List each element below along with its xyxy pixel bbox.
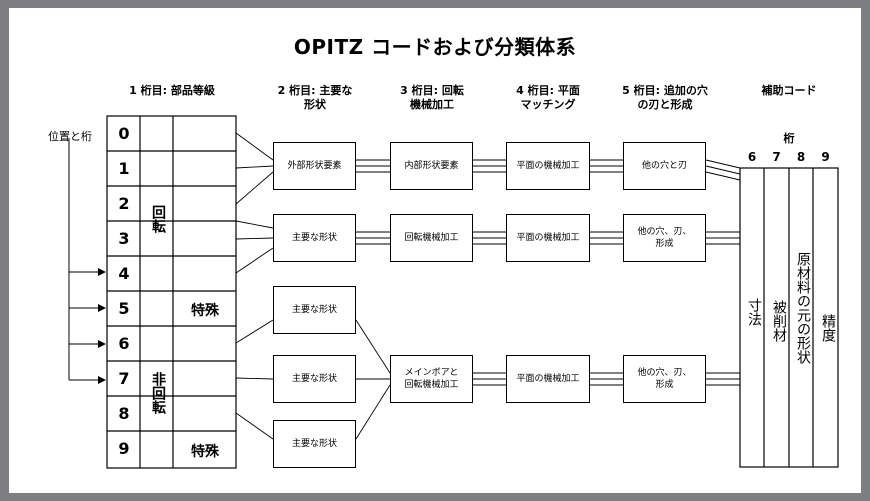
digit-number: 8 [118, 404, 130, 423]
class-label-special: 特殊 [191, 444, 219, 460]
box-main-bore: メインボアと 回転機械加工 [390, 355, 473, 403]
header-digit5-line2: の刃と形成 [637, 98, 693, 111]
digit-number: 2 [118, 194, 130, 213]
header-digit4-line2: マッチング [520, 98, 576, 111]
box-holes-teeth: 他の穴と刃 [623, 142, 706, 190]
box-main-shape: 主要な形状 [273, 355, 356, 403]
header-digit4-line1: 4 桁目: 平面 [516, 84, 580, 97]
digit-number: 6 [118, 334, 130, 353]
box-main-shape: 主要な形状 [273, 286, 356, 334]
supplementary-digit: 8 [796, 150, 806, 164]
header-digit3-line2: 機械加工 [410, 98, 454, 111]
box-outer-shape: 外部形状要素 [273, 142, 356, 190]
digit-number: 3 [118, 229, 130, 248]
box-holes-line2: 形成 [655, 239, 674, 249]
box-inner-shape: 内部形状要素 [390, 142, 473, 190]
header-digit2: 2 桁目: 主要な 形状 [262, 84, 368, 112]
supplementary-digit: 9 [821, 150, 830, 164]
supplementary-raw-shape: 原材料の元の形状 [795, 252, 811, 364]
header-digit2-line1: 2 桁目: 主要な [277, 84, 353, 97]
class-label-special: 特殊 [191, 303, 219, 319]
box-holes-line1: 他の穴、刃、 [637, 227, 692, 237]
supplementary-material: 被削材 [771, 300, 787, 342]
box-plane-machining: 平面の機械加工 [506, 355, 590, 403]
header-digit4: 4 桁目: 平面 マッチング [496, 84, 600, 112]
header-digit1: 1 桁目: 部品等級 [129, 84, 215, 97]
supplementary-digit: 7 [772, 150, 781, 164]
digit-number: 0 [118, 124, 130, 143]
supplementary-digit-label: 桁 [783, 132, 795, 145]
position-label: 位置と桁 [48, 130, 92, 143]
header-digit5-line1: 5 桁目: 追加の穴 [622, 84, 708, 97]
digit-number: 9 [118, 439, 130, 458]
box-holes-teeth-forming: 他の穴、刃、 形成 [623, 214, 706, 262]
box-rot-machining: 回転機械加工 [390, 214, 473, 262]
page-title: OPITZ コードおよび分類体系 [293, 35, 577, 59]
class-label-non-rotational: 非回転 [150, 372, 166, 414]
digit-number: 7 [118, 369, 130, 388]
box-main-shape: 主要な形状 [273, 214, 356, 262]
header-digit3: 3 桁目: 回転 機械加工 [380, 84, 484, 112]
box-holes-line2: 形成 [655, 380, 674, 390]
box-holes-line1: 他の穴、刃、 [637, 368, 692, 378]
header-digit2-line2: 形状 [304, 98, 326, 111]
box-main-bore-line1: メインボアと [404, 368, 459, 378]
box-plane-machining: 平面の機械加工 [506, 142, 590, 190]
box-main-shape: 主要な形状 [273, 420, 356, 468]
digit-number: 4 [118, 264, 130, 283]
box-main-bore-line2: 回転機械加工 [404, 380, 459, 390]
supplementary-digit: 6 [747, 150, 757, 164]
supplementary-dimensions: 寸法 [746, 298, 762, 326]
class-label-rotational: 回転 [150, 205, 166, 233]
digit-number: 5 [118, 299, 130, 318]
header-supplementary: 補助コード [761, 84, 817, 97]
box-holes-teeth-forming: 他の穴、刃、 形成 [623, 355, 706, 403]
digit-number: 1 [118, 159, 130, 178]
supplementary-accuracy: 精度 [820, 314, 836, 342]
header-digit3-line1: 3 桁目: 回転 [400, 84, 464, 97]
header-digit5: 5 桁目: 追加の穴 の刃と形成 [608, 84, 722, 112]
box-plane-machining: 平面の機械加工 [506, 214, 590, 262]
